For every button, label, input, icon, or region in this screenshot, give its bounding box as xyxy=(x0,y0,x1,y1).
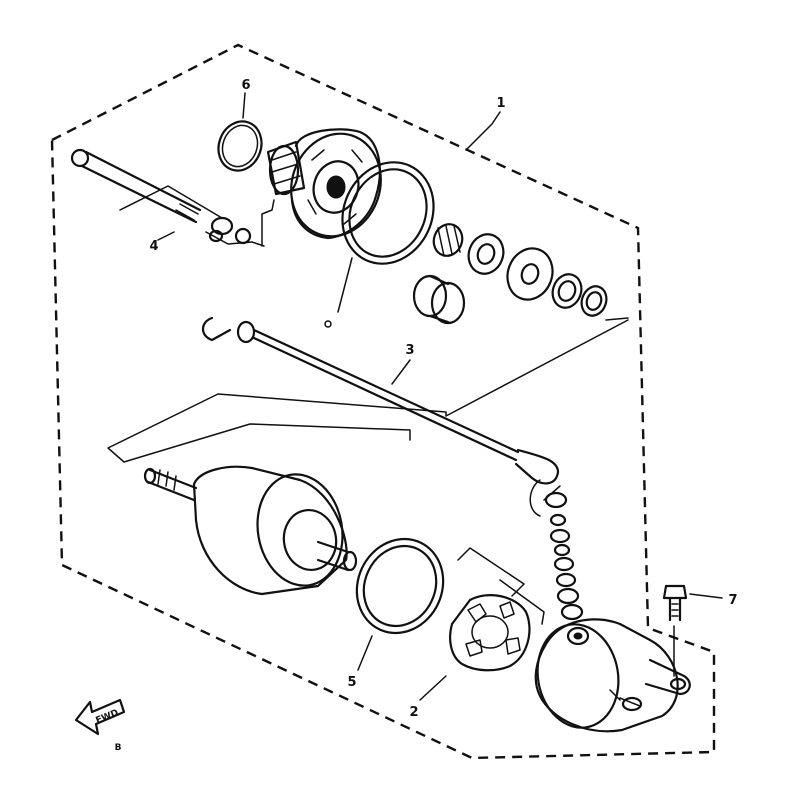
assembly-boundary xyxy=(50,43,716,760)
o-ring-part-6: 6 xyxy=(217,78,263,172)
o-ring-part-5: 5 xyxy=(347,537,445,690)
callout-label-7: 7 xyxy=(728,593,737,608)
screw-part-7: 7 xyxy=(662,584,738,677)
front-cover xyxy=(266,128,382,240)
callout-label-3: 3 xyxy=(405,343,414,358)
page-marker: B xyxy=(115,743,122,753)
fwd-label: FWD xyxy=(94,708,120,726)
callout-label-5: 5 xyxy=(347,675,356,690)
rear-cover xyxy=(534,618,691,733)
armature xyxy=(143,465,358,596)
callout-label-4: 4 xyxy=(149,239,158,254)
armature-frame-lines xyxy=(107,319,629,463)
through-bolt-part-4: 4 xyxy=(70,148,275,254)
terminal-hardware-stack xyxy=(543,485,584,621)
callout-1: 1 xyxy=(465,96,506,151)
brush-holder-part-2: 2 xyxy=(409,547,545,720)
bearing-and-washers xyxy=(432,223,629,321)
callout-label-2: 2 xyxy=(409,705,418,720)
callout-label-1: 1 xyxy=(496,96,505,111)
bushing xyxy=(412,274,466,325)
forward-direction-arrow: FWD xyxy=(74,698,126,736)
lead-wire-part-3: 3 xyxy=(201,316,560,517)
callout-label-6: 6 xyxy=(241,78,250,93)
gasket-ring xyxy=(324,161,435,328)
